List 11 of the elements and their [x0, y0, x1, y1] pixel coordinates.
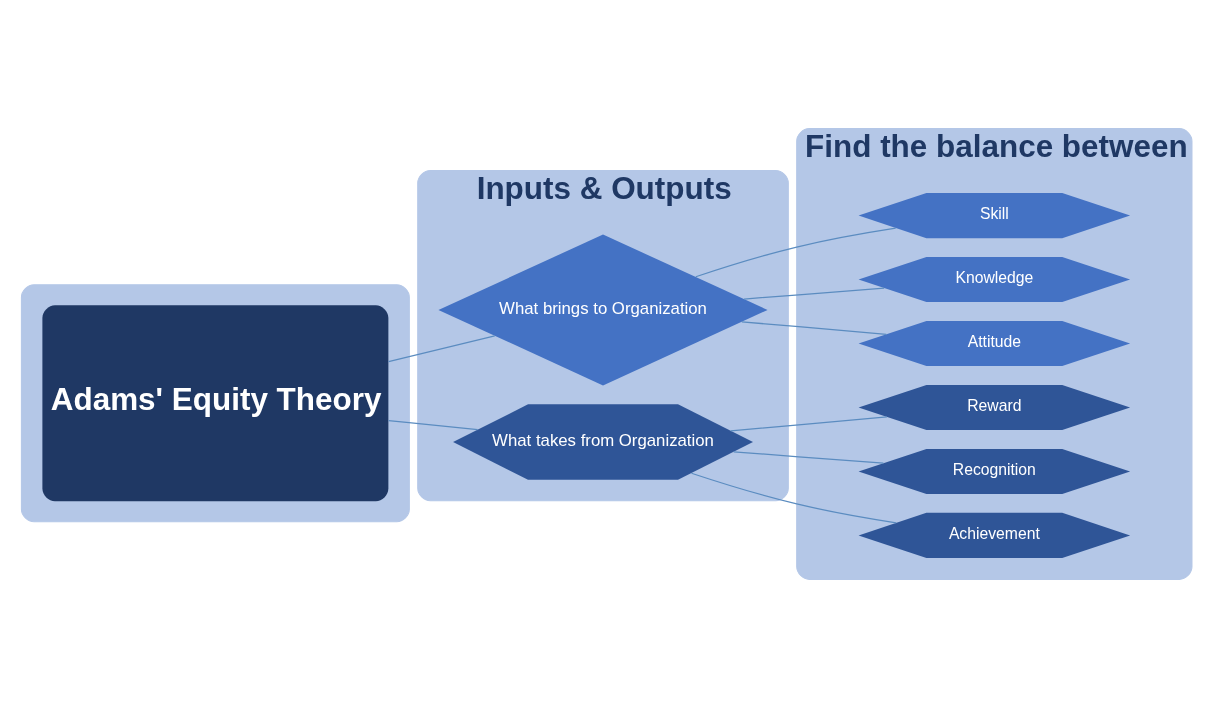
node-diamond: What brings to Organization [438, 234, 768, 385]
node-box: Adams' Equity Theory [42, 304, 389, 501]
cluster [20, 283, 410, 522]
connector [388, 419, 479, 430]
connector [743, 286, 885, 300]
connector [695, 227, 897, 277]
connector [730, 415, 888, 431]
connector [690, 472, 897, 523]
connector [741, 320, 887, 335]
connector [388, 334, 496, 362]
connector [733, 450, 885, 464]
